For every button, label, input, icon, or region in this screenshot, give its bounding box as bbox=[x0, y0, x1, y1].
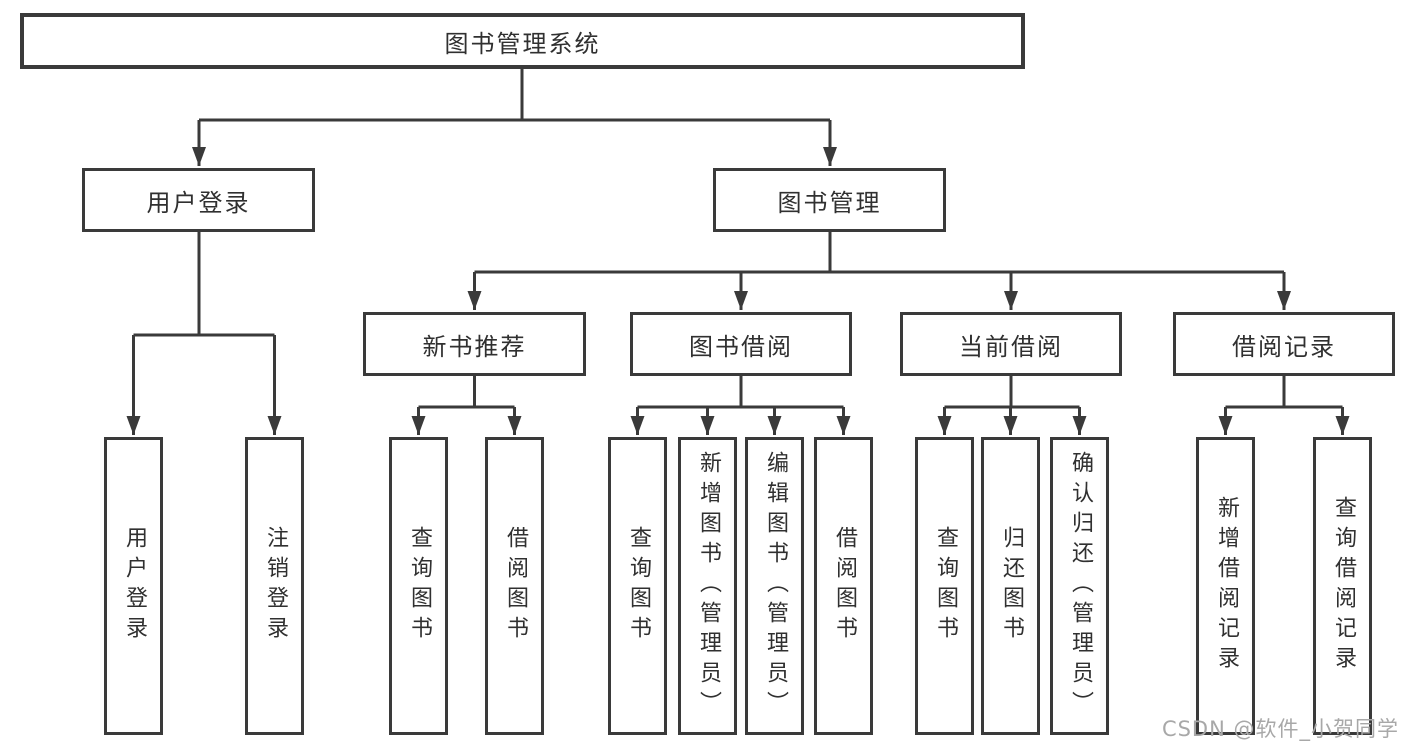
node-book-management: 图书管理 bbox=[713, 168, 946, 232]
leaf-current-return-books: 归还图书 bbox=[981, 437, 1040, 735]
leaf-records-query-record: 查询借阅记录 bbox=[1313, 437, 1372, 735]
leaf-user-login: 用户登录 bbox=[104, 437, 163, 735]
leaf-borrow-add-book-admin: 新增图书（管理员） bbox=[678, 437, 737, 735]
node-user-login: 用户登录 bbox=[82, 168, 315, 232]
leaf-recommend-borrow-books: 借阅图书 bbox=[485, 437, 544, 735]
leaf-borrow-query-books: 查询图书 bbox=[608, 437, 667, 735]
node-new-book-recommend: 新书推荐 bbox=[363, 312, 586, 376]
node-borrow-records: 借阅记录 bbox=[1173, 312, 1395, 376]
node-book-borrow: 图书借阅 bbox=[630, 312, 852, 376]
leaf-borrow-borrow-books: 借阅图书 bbox=[814, 437, 873, 735]
watermark: CSDN @软件_小贺同学 bbox=[1161, 717, 1399, 741]
leaf-records-add-record: 新增借阅记录 bbox=[1196, 437, 1255, 735]
leaf-borrow-edit-book-admin: 编辑图书（管理员） bbox=[745, 437, 804, 735]
node-current-borrow: 当前借阅 bbox=[900, 312, 1122, 376]
leaf-logout: 注销登录 bbox=[245, 437, 304, 735]
leaf-recommend-query-books: 查询图书 bbox=[389, 437, 448, 735]
leaf-current-query-books: 查询图书 bbox=[915, 437, 974, 735]
node-library-management-system: 图书管理系统 bbox=[20, 13, 1025, 69]
leaf-current-confirm-return-admin: 确认归还（管理员） bbox=[1050, 437, 1109, 735]
